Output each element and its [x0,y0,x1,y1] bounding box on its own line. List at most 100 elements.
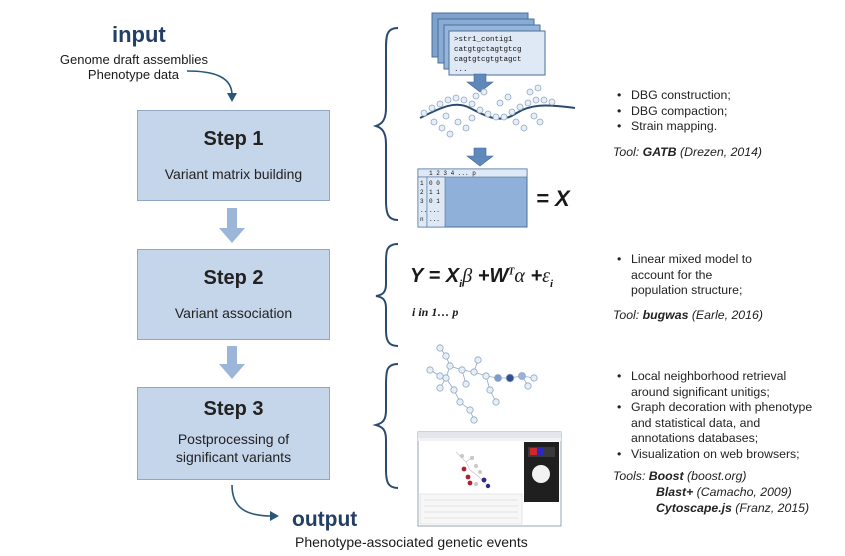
brace-2 [375,243,399,347]
panel-3-bullet-1-line-1: Local neighborhood retrieval [631,369,787,383]
panel-3-bullet-2-line-1: Graph decoration with phenotype [631,400,813,414]
output-arrow [231,484,273,517]
matrix-row-4-vals: ... [429,207,440,214]
panel-3-tool-2: Blast+ (Camacho, 2009) [656,485,792,499]
step-1-subtitle: Variant matrix building [164,166,303,182]
matrix-row-3-vals: 0 1 [429,198,440,205]
step-3-box: Step 3 Postprocessing of significant var… [137,387,330,480]
step-2-box: Step 2 Variant association [137,249,330,340]
fasta-doc-front [448,30,546,76]
equation: Y = Xiβ +WTα +εi [410,265,553,290]
panel-1-tool-ref: (Drezen, 2014) [676,145,763,159]
panel-3-tool-2-name: Blast+ [656,485,694,499]
output-title: output [292,508,358,531]
panel-2-bullet-1: Linear mixed model to account for the po… [613,252,752,299]
fasta-line-2: catgtgctagtgtcg [454,46,522,54]
brace-1 [372,27,399,221]
neighborhood-graph [426,344,538,424]
eq-epsilon: ε [542,265,551,287]
step-2-title: Step 2 [203,267,264,289]
input-title: input [112,22,166,47]
input-line2: Phenotype data [87,67,179,82]
output-arrow-head [270,511,279,521]
down-arrow-2 [219,346,245,379]
step-1-title: Step 1 [203,128,264,150]
eq-equals: = [422,265,446,287]
panel-3-bullet-2: Graph decoration with phenotype and stat… [613,400,812,447]
eq-X-sub: i [459,278,463,290]
panel-3-bullets: Local neighborhood retrieval around sign… [613,369,812,462]
dbg-backbone [419,103,576,120]
panel-2-bullets: Linear mixed model to account for the po… [613,252,752,299]
matrix-row-5-vals: ... [429,216,440,223]
panel-3-bullet-3-line-1: Visualization on web browsers; [631,446,800,461]
eq-beta: β [462,265,473,287]
panel-1-bullet-1: DBG construction; [613,88,731,104]
step-3-subtitle-1: Postprocessing of [177,431,290,447]
input-arrow-head [227,93,237,102]
panel-2-bullet-1-line-2: account for the [631,267,713,282]
panel-1-tool: Tool: GATB (Drezen, 2014) [613,145,762,159]
eq-plus-1: + [472,265,490,287]
panel-3-bullet-1-line-2: around significant unitigs; [631,384,770,399]
matrix-row-1-idx: 1 [420,180,424,187]
dbg-nodes [420,84,556,138]
browser-screenshot [417,431,562,527]
panel-3-tool-3-name: Cytoscape.js [656,501,732,515]
matrix-row-2-vals: 1 1 [429,189,440,196]
panel-2-tool-ref: (Earle, 2016) [688,308,763,322]
eq-epsilon-sub: i [550,278,554,290]
panel-3-tool-1-ref: (boost.org) [683,469,747,483]
eq-W: W [489,265,509,287]
output-line: Phenotype-associated genetic events [295,534,528,550]
step-3-subtitle-2: significant variants [175,449,292,465]
panel-1-tool-prefix: Tool: [613,145,643,159]
eq-X: X [445,265,460,287]
fasta-line-3: cagtgtcgtgtagct [454,56,522,64]
matrix-header-bar [417,168,528,178]
eq-plus-2: + [524,265,543,287]
panel-3-bullet-3: Visualization on web browsers; [613,447,812,463]
matrix-row-5-idx: n [420,216,424,223]
matrix-equals-x: = X [536,186,570,211]
step-1-box: Step 1 Variant matrix building [137,110,330,201]
step-3-title: Step 3 [203,398,264,420]
brace-3 [372,363,399,489]
panel-3-tools-prefix: Tools: [613,469,649,483]
matrix-row-3-idx: 3 [420,198,424,205]
eq-W-sup: T [508,266,515,278]
panel-3-bullet-2-line-2: and statistical data, and [631,415,761,430]
panel-3-tool-1: Tools: Boost (boost.org) [613,469,747,483]
panel-3-tool-3-ref: (Franz, 2015) [731,501,810,515]
panel-1-bullets: DBG construction; DBG compaction; Strain… [613,88,731,135]
panel-3-tool-1-name: Boost [648,469,684,483]
input-arrow [186,70,233,96]
input-line1: Genome draft assemblies [59,52,208,67]
matrix-values [426,176,446,228]
panel-2-bullet-1-line-3: population structure; [631,283,743,297]
panel-2-tool: Tool: bugwas (Earle, 2016) [613,308,763,322]
panel-1-bullet-2: DBG compaction; [613,104,731,120]
matrix-row-2-idx: 2 [420,189,424,196]
panel-2-tool-prefix: Tool: [613,308,643,322]
eq-Y: Y [410,265,423,287]
panel-2-tool-name: bugwas [642,308,689,322]
graph-to-matrix-arrow [466,147,494,167]
panel-3-bullet-1: Local neighborhood retrieval around sign… [613,369,812,400]
fasta-line-4: ... [454,66,468,74]
panel-2-bullet-1-line-1: Linear mixed model to [631,252,752,266]
matrix-header: 1 2 3 4 ... p [429,170,476,177]
equation-range: i in 1… p [412,305,459,319]
matrix-row-1-vals: 0 0 [429,180,440,187]
panel-1-tool-name: GATB [642,145,677,159]
fasta-line-1: >str1_contig1 [454,36,513,44]
panel-3-tool-2-ref: (Camacho, 2009) [693,485,792,499]
down-arrow-1 [219,208,245,243]
panel-3-tool-3: Cytoscape.js (Franz, 2015) [656,501,809,515]
panel-3-bullet-2-line-3: annotations databases; [631,431,759,445]
panel-1-bullet-3: Strain mapping. [613,119,731,135]
